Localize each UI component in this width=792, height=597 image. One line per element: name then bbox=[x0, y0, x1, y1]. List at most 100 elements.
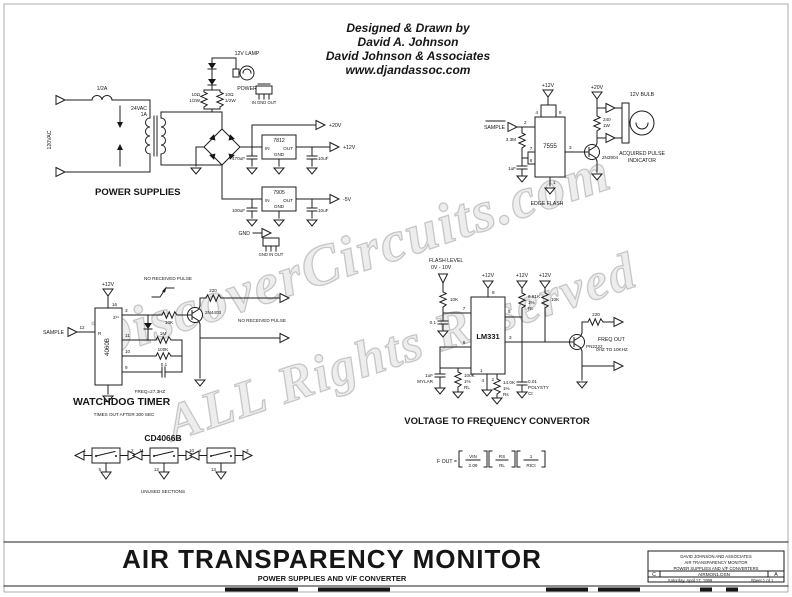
freq-label: FREQ=27.3HZ bbox=[135, 389, 166, 394]
ac-arrow-down bbox=[117, 122, 123, 128]
flash-level-input-connector bbox=[438, 273, 448, 284]
cap2-label: 10uF bbox=[318, 156, 329, 161]
ground-icon bbox=[273, 167, 285, 175]
pin9-label: 9 bbox=[125, 365, 128, 370]
xfmr-label-2: 1A bbox=[141, 112, 148, 118]
header-credits: Designed & Drawn by David A. Johnson Dav… bbox=[326, 21, 491, 77]
cap-cl-value: 1uF bbox=[425, 373, 433, 378]
cap-ct bbox=[516, 377, 528, 391]
vcc12-symbol bbox=[542, 89, 554, 98]
res1-watt: 1/2W bbox=[189, 98, 200, 103]
flash-level-label-2: 0V - 10V bbox=[431, 265, 452, 271]
res-1m bbox=[153, 336, 174, 344]
timer-ic-label: 7555 bbox=[543, 143, 557, 150]
res-pullup-10k bbox=[541, 290, 549, 311]
fuse-symbol bbox=[91, 95, 113, 101]
res-rs-value: 14.0K bbox=[503, 380, 516, 385]
sample-label: SAMPLE bbox=[43, 330, 65, 336]
res2-watt: 1/2W bbox=[225, 98, 236, 103]
formula-f3-num: 1 bbox=[530, 454, 533, 459]
ground-icon bbox=[190, 167, 202, 175]
sw2-pin-c: 12 bbox=[154, 467, 160, 472]
ac-input-connector-top bbox=[55, 95, 66, 105]
ic-4060b-label: 4060B bbox=[104, 338, 111, 356]
freq-return-connector bbox=[613, 361, 624, 371]
ground-icon bbox=[273, 219, 285, 227]
pin16-label: 16 bbox=[112, 302, 118, 307]
freq-out-label-1: FREQ OUT bbox=[598, 337, 626, 343]
unused-sections-label: UNUSED SECTIONS bbox=[141, 489, 185, 494]
formula-lhs: F OUT = bbox=[437, 459, 457, 465]
ground-icon bbox=[516, 391, 528, 399]
pin6-label: 6 bbox=[463, 340, 466, 345]
reg1-gnd: GND bbox=[274, 152, 285, 157]
vcc-symbol-pin8 bbox=[482, 280, 494, 289]
ground-icon bbox=[306, 167, 318, 175]
formula-f2-num: RS bbox=[499, 454, 505, 459]
output-connector-top bbox=[279, 293, 290, 303]
cap-ct-value: 0.01 bbox=[528, 379, 537, 384]
transistor-2n4403 bbox=[187, 307, 203, 323]
res-rl-name: RL bbox=[464, 385, 470, 390]
transistor-2n3904 bbox=[584, 144, 600, 160]
transistor-label: 2N3904 bbox=[602, 155, 619, 160]
sw3-pin-b: 3 bbox=[246, 448, 249, 453]
vcc-label-3: +12V bbox=[539, 273, 552, 279]
sw1-pin-c: 5 bbox=[98, 467, 101, 472]
ac-arrow-up bbox=[117, 144, 123, 150]
formula-f2-den: RL bbox=[499, 463, 505, 468]
ground-icon bbox=[491, 397, 503, 405]
switch-1 bbox=[91, 447, 121, 464]
ground-icon bbox=[246, 219, 258, 227]
pin4-label: 4 bbox=[481, 378, 484, 383]
unreg-output-label: +20V bbox=[329, 123, 342, 129]
reg2-gnd: GND bbox=[274, 204, 285, 209]
title-block: DAVID JOHNSON AND ASSOCIATES AIR TRANSPA… bbox=[647, 550, 785, 583]
vfc-title: VOLTAGE TO FREQUENCY CONVERTOR bbox=[404, 416, 590, 427]
vcc-symbol bbox=[102, 288, 114, 297]
pin1-label: 1 bbox=[553, 180, 556, 185]
pin7-label: 7 bbox=[463, 306, 466, 311]
power-supplies-section: POWER SUPPLIES 120VAC 1/2A 24VAC 1A 12V … bbox=[47, 51, 356, 257]
cap-cl-1uf bbox=[434, 369, 446, 383]
transistor-label: 2N4403 bbox=[205, 310, 222, 315]
res-3.3m-label: 3.3M bbox=[506, 137, 516, 142]
formula-f3-den: RtCt bbox=[526, 463, 536, 468]
lamp-diode-1 bbox=[207, 57, 217, 75]
gnd-output-label: GND bbox=[238, 231, 250, 237]
ground-icon bbox=[452, 391, 464, 399]
sw1-pin-a: 1 bbox=[83, 448, 86, 453]
cap4-label: 10uF bbox=[318, 208, 329, 213]
cap-100uf bbox=[246, 203, 258, 217]
transistor-label: PN2222 bbox=[586, 344, 603, 349]
power-lamp bbox=[232, 65, 255, 81]
cap3-label: 100uF bbox=[232, 208, 245, 213]
cap-0.1-label: 0.1 bbox=[161, 362, 168, 367]
transformer-primary-coil bbox=[145, 117, 151, 155]
gnd-output-connector bbox=[261, 228, 272, 238]
res-240-label: 240 bbox=[603, 117, 611, 122]
pin7-label: 7 bbox=[530, 146, 533, 151]
res-rl-value: 100K bbox=[464, 373, 476, 378]
pin5-label: 5 bbox=[508, 309, 511, 314]
fuse-label: 1/2A bbox=[97, 86, 108, 92]
cap-0.1 bbox=[157, 366, 170, 378]
indicator-label-1: ACQUIRED PULSE bbox=[619, 151, 665, 157]
ground-icon bbox=[306, 219, 318, 227]
res-rs-tol: 1% bbox=[503, 386, 510, 391]
lamp-diode-2 bbox=[207, 73, 217, 91]
sw1-control-arrow bbox=[100, 471, 112, 480]
lamp-resistor-1 bbox=[200, 89, 208, 110]
cap-1uf bbox=[516, 161, 528, 175]
ps-input-label: 120VAC bbox=[47, 130, 53, 149]
freq-out-label-2: 0HZ TO 10KHZ bbox=[596, 347, 628, 352]
ground-icon bbox=[194, 379, 206, 387]
edge-flash-section: SAMPLE +12V +20V 7555 4 8 2 7 6 3 1 3.3M… bbox=[484, 83, 665, 207]
cap-10uf-pos bbox=[306, 151, 318, 165]
ground-icon bbox=[434, 387, 446, 395]
vcc-label-2: +12V bbox=[516, 273, 529, 279]
vcc20-label: +20V bbox=[591, 85, 604, 91]
ic-lm331-box bbox=[470, 296, 506, 375]
res1-value: 10Ω bbox=[191, 92, 200, 97]
switch-2 bbox=[149, 447, 179, 464]
